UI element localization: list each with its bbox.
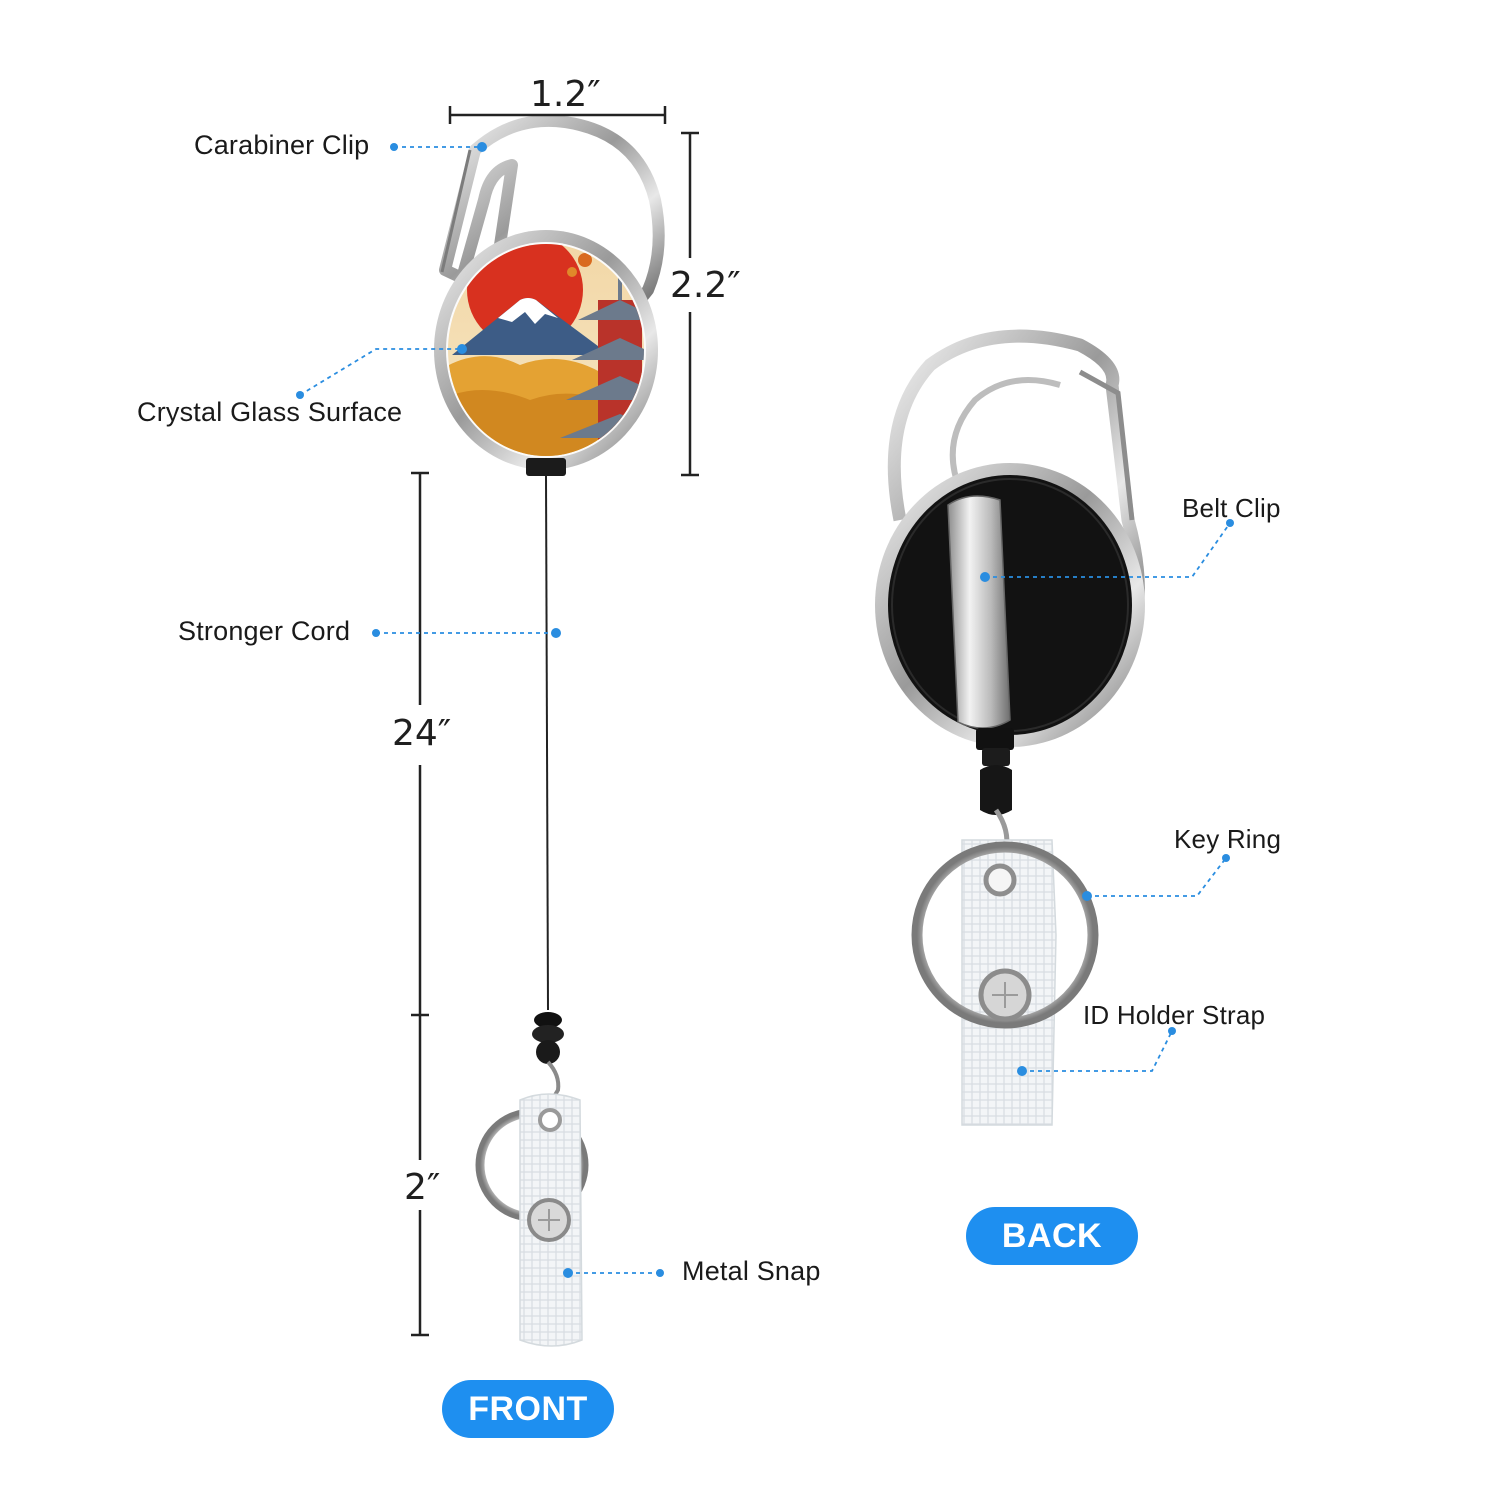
back-product-icon	[875, 329, 1145, 1126]
crystal-glass-surface-label: Crystal Glass Surface	[137, 397, 403, 427]
cord-length-dimension-label: 24″	[392, 713, 452, 754]
width-dimension-label: 1.2″	[530, 74, 601, 115]
carabiner-clip-label: Carabiner Clip	[194, 130, 370, 160]
back-badge: BACK	[966, 1207, 1138, 1265]
id-holder-strap-label: ID Holder Strap	[1083, 1000, 1266, 1030]
height-dimension-label: 2.2″	[670, 265, 741, 306]
metal-snap-label: Metal Snap	[682, 1256, 821, 1286]
strap-length-dimension-label: 2″	[404, 1167, 441, 1208]
key-ring-label: Key Ring	[1174, 824, 1282, 854]
callout-lines	[299, 146, 1231, 1274]
callout-dots	[296, 142, 1234, 1278]
stronger-cord-label: Stronger Cord	[178, 616, 351, 646]
front-badge: FRONT	[442, 1380, 614, 1438]
front-product-icon	[434, 114, 665, 1347]
dimension-lines	[411, 106, 699, 1337]
belt-clip-label: Belt Clip	[1182, 493, 1281, 523]
